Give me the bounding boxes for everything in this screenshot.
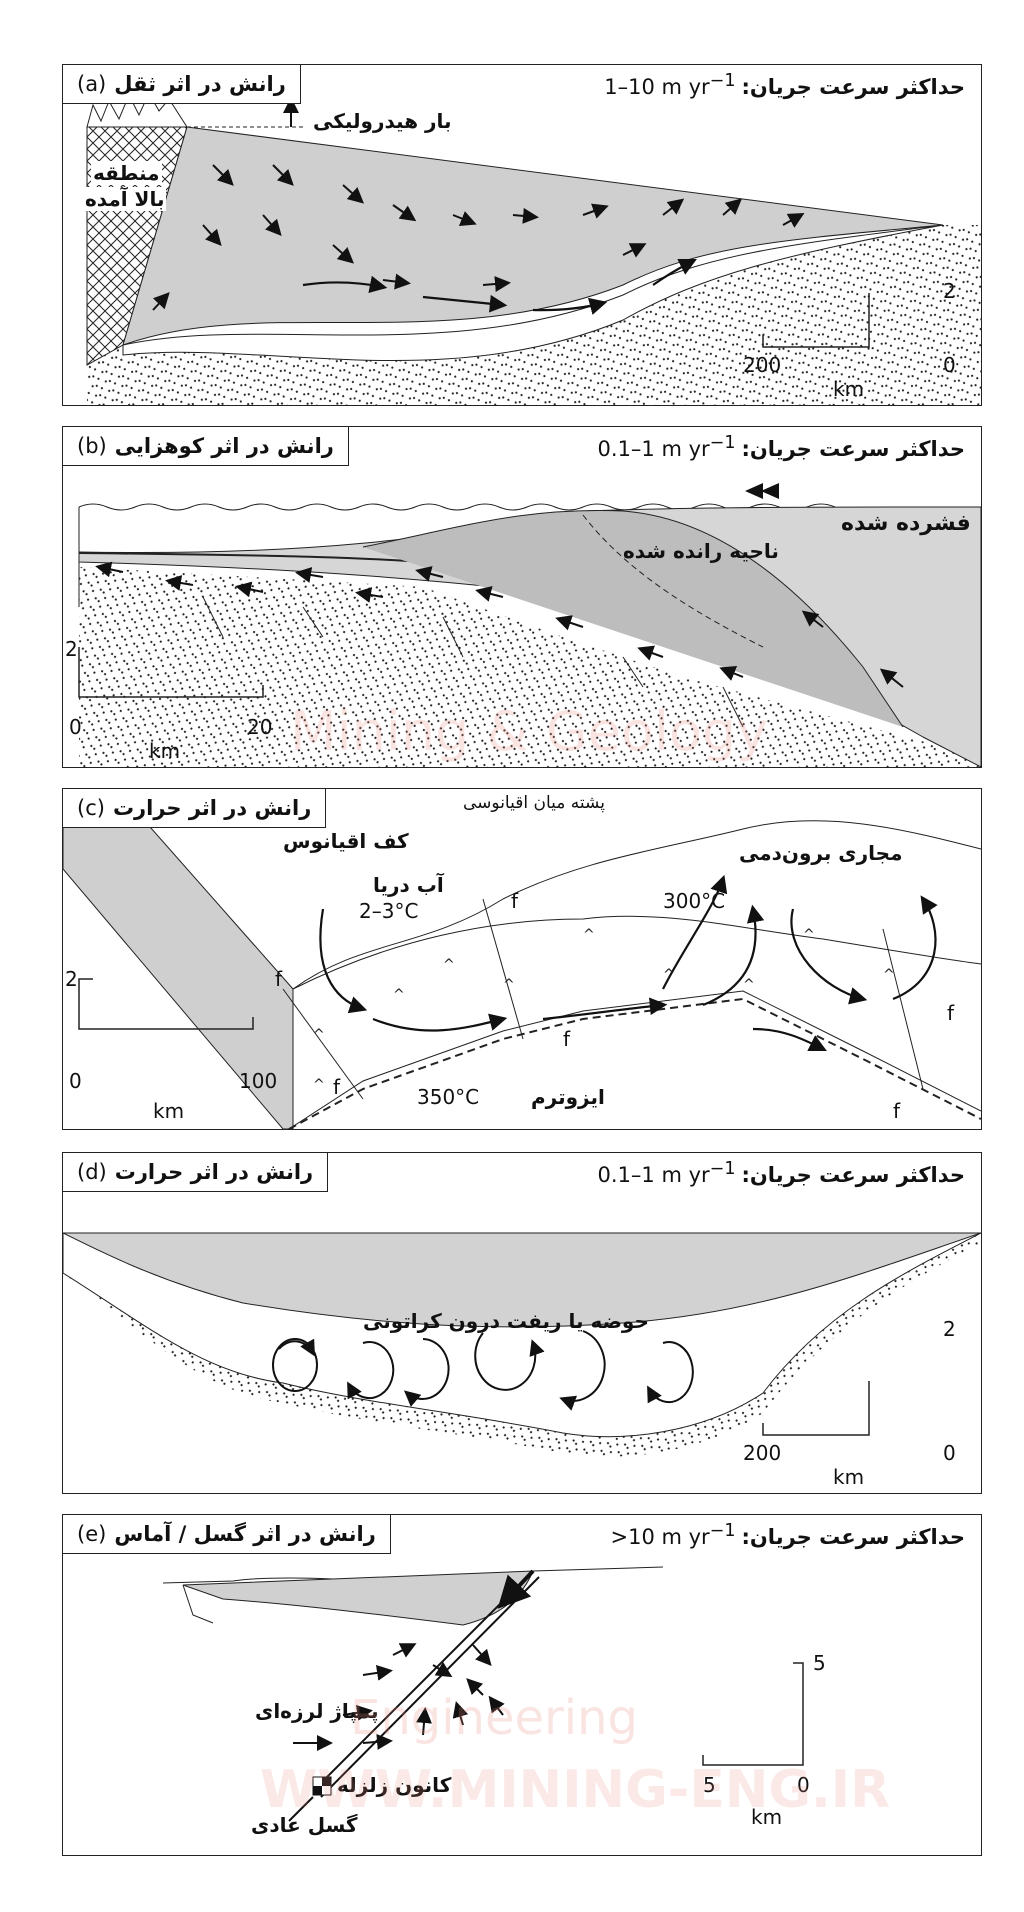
label-basin: حوضه یا ریفت درون کراتونی [363,1309,649,1333]
label-isotherm: ایزوترم [531,1085,605,1109]
scale-a-h-right: 0 [943,353,956,377]
label-fault-3: f [563,1027,571,1051]
panel-a-rate: 1–10 m yr−1 حداکثر سرعت جریان: [604,71,965,99]
panel-e-title: (e) رانش در اثر گسل / آماس [63,1515,391,1554]
label-fault-2: f [511,889,519,913]
panel-c: ^ ^ ^ ^ ^ ^ ^ ^ ^ ^ (c) رانش در اثر حرارت پشته… [62,788,982,1130]
label-fault-4: f [333,1075,341,1099]
label-hot-temp: 300°C [663,889,726,913]
panel-e-diagram [162,1566,804,1822]
svg-text:^: ^ [443,957,455,973]
scale-d-vertical: 2 [943,1317,956,1341]
scale-d-h-right: 0 [943,1441,956,1465]
scale-e-h-right: 0 [797,1773,810,1797]
scale-a-h-left: 200 [743,353,782,377]
label-ocean-floor: کف اقیانوس [283,829,409,853]
label-compressed: فشرده شده [841,511,971,536]
svg-text:^: ^ [803,927,815,943]
label-normal-fault: گسل عادی [251,1813,358,1837]
panel-c-title: (c) رانش در اثر حرارت [63,789,327,828]
svg-text:^: ^ [883,967,895,983]
panel-a-diagram [86,91,981,405]
panel-e-rate-value: >10 m yr−1 [610,1521,736,1549]
label-isotherm-temp: 350°C [417,1085,480,1109]
panel-b-diagram [78,483,981,767]
panel-d-rate-value: 0.1–1 m yr−1 [597,1159,736,1187]
label-uplift-1: منطقه [91,161,162,185]
panel-d-rate-label: حداکثر سرعت جریان: [741,1163,965,1187]
label-seawater-temp: 2–3°C [359,899,419,923]
panel-d: (d) رانش در اثر حرارت 0.1–1 m yr−1 حداکث… [62,1152,982,1494]
scale-a-vertical: 2 [943,279,956,303]
panel-b-rate: 0.1–1 m yr−1 حداکثر سرعت جریان: [598,433,965,461]
svg-text:^: ^ [583,927,595,943]
scale-b-h-right: 20 [247,715,273,739]
svg-text:^: ^ [663,967,675,983]
panel-b-rate-label: حداکثر سرعت جریان: [741,437,965,461]
label-fault-1: f [275,967,283,991]
panel-a-title: (a) رانش در اثر ثقل [63,65,301,104]
scale-c-h-left: 0 [69,1069,82,1093]
scale-b-unit: km [149,739,181,763]
scale-e-vertical: 5 [813,1651,826,1675]
scale-e-unit: km [751,1805,783,1829]
scale-c-vertical: 2 [65,967,78,991]
scale-c-unit: km [153,1099,185,1123]
panel-a-rate-value: 1–10 m yr−1 [604,71,736,99]
panel-b-title: (b) رانش در اثر کوهزایی [63,427,349,466]
svg-text:^: ^ [503,977,515,993]
scale-c-h-right: 100 [239,1069,278,1093]
svg-text:^: ^ [313,1077,325,1093]
panel-d-letter: (d) [77,1160,107,1184]
label-thrust-zone: ناحیه رانده شده [623,539,779,563]
scale-d-h-left: 200 [743,1441,782,1465]
panel-a-title-text: رانش در اثر ثقل [114,72,286,96]
panel-d-title-text: رانش در اثر حرارت [114,1160,314,1184]
scale-b-vertical: 2 [65,637,78,661]
panel-c-diagram: ^ ^ ^ ^ ^ ^ ^ ^ ^ ^ [63,818,981,1129]
panel-b-rate-value: 0.1–1 m yr−1 [597,433,736,461]
panel-e: (e) رانش در اثر گسل / آماس >10 m yr−1 حد… [62,1514,982,1856]
label-fault-6: f [893,1099,901,1123]
scale-e-h-left: 5 [703,1773,716,1797]
panel-b-title-text: رانش در اثر کوهزایی [114,434,334,458]
panel-a-rate-label: حداکثر سرعت جریان: [741,75,965,99]
panel-a-letter: (a) [77,72,107,96]
panel-e-rate: >10 m yr−1 حداکثر سرعت جریان: [610,1521,965,1549]
label-hypocenter: کانون زلزله [337,1773,452,1797]
scale-b-h-left: 0 [69,715,82,739]
label-seismic-pump: پمپاژ لرزه‌ای [255,1699,379,1723]
panel-b: (b) رانش در اثر کوهزایی 0.1–1 m yr−1 حدا… [62,426,982,768]
label-seawater: آب دریا [373,873,444,897]
label-fault-5: f [947,1001,955,1025]
panel-d-title: (d) رانش در اثر حرارت [63,1153,329,1192]
panel-d-diagram [63,1232,981,1457]
panel-c-letter: (c) [77,796,105,820]
label-uplift-2: بالا آمده [83,187,167,211]
panel-e-letter: (e) [77,1522,107,1546]
label-mid-ocean-ridge: پشته میان اقیانوسی [463,793,605,813]
panel-d-rate: 0.1–1 m yr−1 حداکثر سرعت جریان: [598,1159,965,1187]
panel-b-letter: (b) [77,434,107,458]
label-hydraulic-head: بار هیدرولیکی [313,109,452,133]
panel-e-title-text: رانش در اثر گسل / آماس [114,1522,376,1546]
panel-c-title-text: رانش در اثر حرارت [112,796,312,820]
svg-text:^: ^ [313,1027,325,1043]
panel-e-rate-label: حداکثر سرعت جریان: [741,1525,965,1549]
label-vents: مجاری برون‌دمی [739,841,903,865]
svg-text:^: ^ [393,987,405,1003]
scale-a-unit: km [833,377,865,401]
panel-a: (a) رانش در اثر ثقل 1–10 m yr−1 حداکثر س… [62,64,982,406]
scale-d-unit: km [833,1465,865,1489]
svg-text:^: ^ [743,977,755,993]
